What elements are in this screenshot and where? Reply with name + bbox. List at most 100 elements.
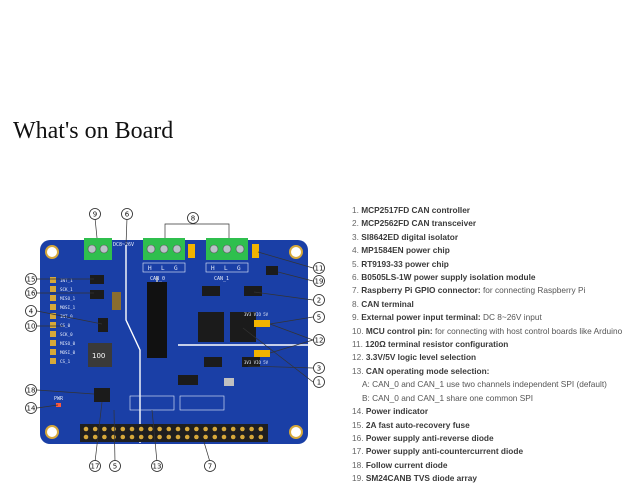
item-number: 2.: [352, 218, 359, 229]
item-number: 6.: [352, 272, 359, 283]
callout-number: 5: [113, 463, 117, 471]
vio-label-bottom: 3V3 VIO 5V: [244, 360, 269, 365]
gpio-pin: [92, 434, 98, 440]
gpio-pin: [249, 434, 254, 440]
item-name: Follow current diode: [365, 459, 448, 470]
callout-circle: [313, 376, 325, 388]
item-description: DC 8~26V input: [480, 312, 542, 323]
mcu-pin: [50, 331, 56, 337]
gpio-pin: [102, 434, 107, 440]
item-number: 5.: [352, 258, 359, 269]
transceiver-chip: [244, 286, 262, 296]
board-svg: DC8~26V H L G CAN_0 H L G CAN_1 3V3 VIO …: [25, 208, 325, 472]
gpio-pin: [157, 426, 162, 432]
callout-circle: [25, 287, 37, 299]
gpio-pin: [129, 426, 135, 432]
gpio-pin: [111, 434, 116, 440]
item-name: MP1584EN power chip: [361, 245, 450, 256]
can1-letter-l: L: [224, 265, 228, 272]
diode: [94, 388, 110, 402]
mcu-pin-header: [50, 277, 56, 364]
mcu-pin-label: SCK_1: [60, 287, 73, 292]
mounting-hole: [45, 425, 59, 439]
callout-circle: [25, 384, 37, 396]
gpio-pin: [258, 434, 264, 440]
mode-select-pads: [179, 395, 225, 411]
list-item: 5. RT9193-33 power chip: [352, 258, 638, 271]
callout-number: 7: [208, 463, 212, 471]
gpio-pin: [148, 434, 153, 440]
callout-circle: [313, 362, 325, 374]
gpio-pin: [212, 434, 218, 440]
list-item: 9. External power input terminal: DC 8~2…: [352, 311, 638, 324]
list-item: 18. Follow current diode: [352, 459, 638, 472]
callout-number: 1: [317, 379, 321, 387]
terminal-screw: [99, 244, 109, 254]
list-item: 2. MCP2562FD CAN transceiver: [352, 217, 638, 230]
callout-number: 14: [27, 405, 36, 413]
terminal-screw: [222, 244, 232, 254]
item-name: CAN operating mode selection:: [365, 365, 490, 376]
callout-circle: [25, 402, 37, 414]
mcu-pin: [50, 277, 56, 283]
board-diagram: DC8~26V H L G CAN_0 H L G CAN_1 3V3 VIO …: [18, 200, 338, 490]
can1-label: CAN_1: [214, 276, 229, 282]
callout-number: 13: [153, 463, 162, 471]
callout-circle: [121, 208, 133, 220]
gpio-pin: [102, 426, 107, 432]
isolator-chip: [242, 357, 260, 367]
list-item: 1. MCP2517FD CAN controller: [352, 204, 638, 217]
terminal-screw: [172, 244, 182, 254]
can1-letter-h: H: [211, 265, 215, 272]
callout-circle: [25, 320, 37, 332]
gpio-pin: [148, 426, 153, 432]
terminal-screw: [146, 244, 156, 254]
can0-letter-h: H: [148, 265, 152, 272]
power-chip: [98, 318, 108, 332]
page-title: What's on Board: [13, 118, 174, 144]
vio-label-top: 3V3 VIO 5V: [244, 312, 269, 317]
list-item: 3. SI8642ED digital isolator: [352, 231, 638, 244]
isolation-line: [125, 245, 141, 443]
item-name: Power supply anti-reverse diode: [365, 432, 494, 443]
callout-number: 19: [315, 278, 324, 286]
callout-circle: [89, 460, 101, 472]
gpio-pin: [194, 426, 199, 432]
list-item: 10. MCU control pin: for connecting with…: [352, 325, 638, 338]
callout-circle: [313, 294, 325, 306]
isolator-chip: [204, 357, 222, 367]
can-controller-chip: [230, 312, 256, 342]
mcu-pin: [50, 322, 56, 328]
transceiver-chip: [202, 286, 220, 296]
fuse: [90, 275, 104, 284]
mcu-pin-label: INT_1: [60, 278, 73, 283]
list-item: 7. Raspberry Pi GPIO connector: for conn…: [352, 284, 638, 297]
gpio-pin: [138, 434, 144, 440]
item-name: B0505LS-1W power supply isolation module: [361, 272, 536, 283]
item-description: for connecting Raspberry Pi: [480, 285, 586, 296]
mcu-pin-label: INT_0: [60, 314, 73, 319]
mcu-pin: [50, 358, 56, 364]
callout-leaders: [36, 217, 314, 463]
item-description: for connecting with host control boards …: [432, 325, 623, 336]
item-name: SM24CANB TVS diode array: [365, 473, 477, 484]
list-subitem: B: CAN_0 and CAN_1 share one common SPI: [362, 392, 534, 403]
gpio-pin: [203, 426, 208, 432]
callout-number: 12: [315, 337, 324, 345]
terminal-screw: [159, 244, 169, 254]
gpio-pin: [240, 434, 245, 440]
callout-circle: [313, 334, 325, 346]
gpio-pin: [138, 426, 144, 432]
callout-number: 17: [91, 463, 100, 471]
terminal-label: DC8~26V: [113, 242, 134, 248]
list-item: 11. 120Ω terminal resistor configuration: [352, 338, 638, 351]
list-item: 14. Power indicator: [352, 405, 638, 418]
mcu-pin-label: MOSI_1: [60, 305, 76, 310]
terminal-screw: [235, 244, 245, 254]
gpio-pin: [212, 426, 218, 432]
mcu-pin: [50, 295, 56, 301]
callout-circle: [151, 460, 163, 472]
callout-circle: [204, 460, 216, 472]
crystal: [224, 378, 234, 386]
